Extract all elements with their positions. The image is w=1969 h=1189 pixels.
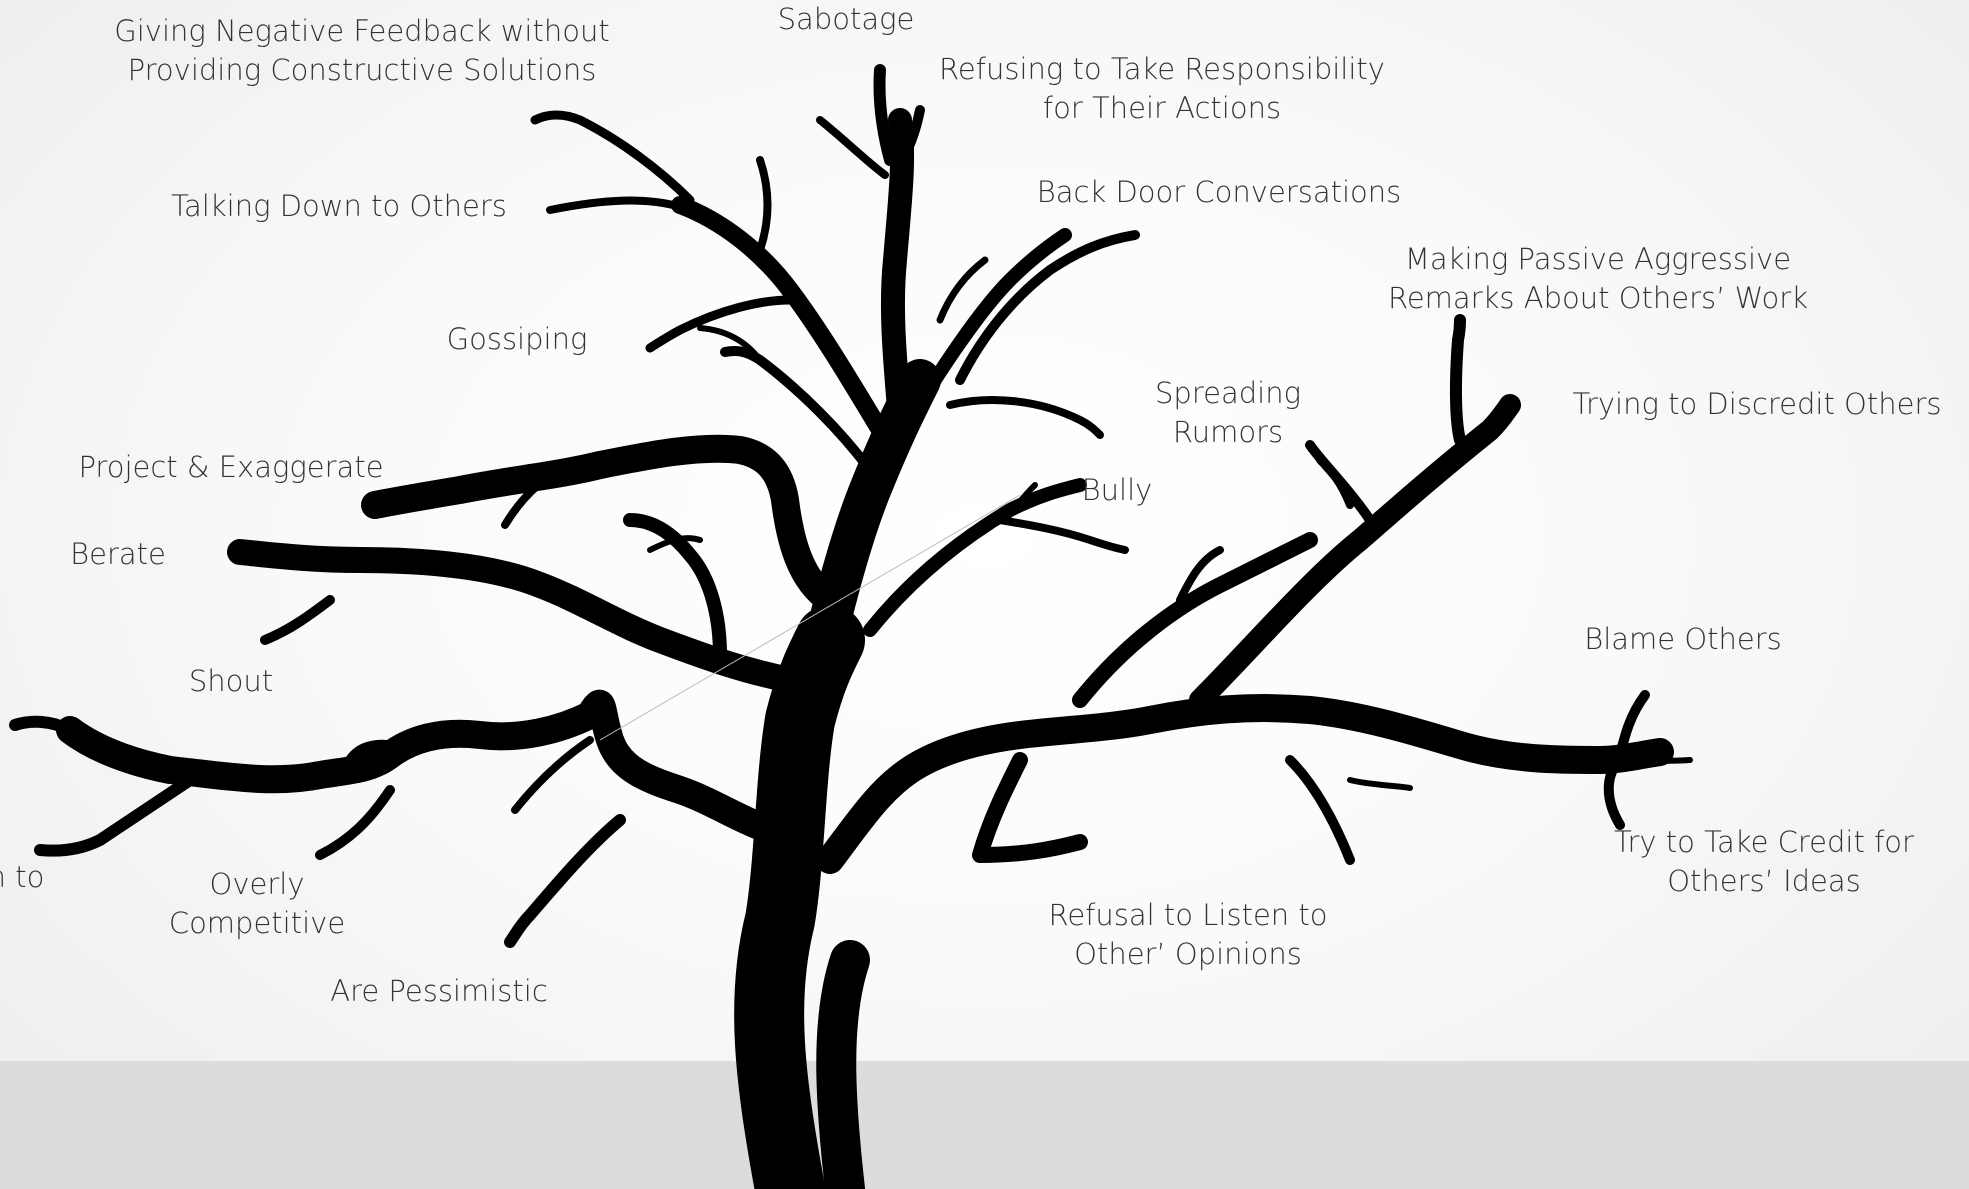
twig-refusal-right xyxy=(1285,755,1355,865)
label-talking-down: Talking Down to Others xyxy=(171,189,507,223)
label-back-door-conversations: Back Door Conversations xyxy=(1036,175,1402,209)
twig-discredit-mid xyxy=(1316,456,1354,509)
label-line-1: Refusing to Take Responsibility xyxy=(939,52,1385,86)
twig-credit-down xyxy=(1603,755,1625,830)
branch-upper-right xyxy=(903,228,1072,427)
twig-sabotage-left xyxy=(756,156,772,254)
label-gossiping: Gossiping xyxy=(446,322,588,356)
twig-bully-small xyxy=(647,535,703,553)
twig-credit-tip xyxy=(1617,757,1693,764)
twig-pessimistic xyxy=(504,814,626,948)
branch-middle-right xyxy=(863,478,1087,637)
twig-giving-negative xyxy=(530,110,695,205)
top-tip xyxy=(873,64,896,166)
label-are-pessimistic: Are Pessimistic xyxy=(330,974,548,1008)
twig-blame-up xyxy=(1176,546,1224,604)
twig-spreading xyxy=(946,396,1104,439)
label-truncated-left: n to xyxy=(0,860,45,894)
label-line-1: Making Passive Aggressive xyxy=(1404,242,1792,276)
label-try-take-credit: Try to Take Credit for Others’ Ideas xyxy=(1614,823,1914,901)
twig-refusal-listen xyxy=(972,752,1088,863)
label-line-2: Rumors xyxy=(1172,415,1284,449)
label-spreading-rumors: Spreading Rumors xyxy=(1155,374,1301,452)
label-line-1: Spreading xyxy=(1155,376,1301,410)
label-line-1: Refusal to Listen to xyxy=(1048,898,1328,932)
label-passive-aggressive: Making Passive Aggressive Remarks About … xyxy=(1388,240,1808,318)
label-line-2: Other’ Opinions xyxy=(1074,937,1302,971)
label-line-1: Giving Negative Feedback without xyxy=(114,14,610,48)
label-trying-discredit: Trying to Discredit Others xyxy=(1572,387,1942,421)
label-berate: Berate xyxy=(70,537,166,571)
top-left-tip xyxy=(816,116,889,179)
trunk xyxy=(734,605,865,1189)
label-line-2: Others’ Ideas xyxy=(1667,864,1861,898)
label-line-1: Try to Take Credit for xyxy=(1614,825,1914,859)
twig-refusal-right-2 xyxy=(1347,777,1413,791)
label-giving-negative-feedback: Giving Negative Feedback without Providi… xyxy=(114,12,609,90)
branch-shout xyxy=(56,689,784,844)
label-shout: Shout xyxy=(188,664,274,698)
branch-blame xyxy=(1072,532,1318,708)
top-right-tip xyxy=(895,105,925,170)
label-refusal-to-listen: Refusal to Listen to Other’ Opinions xyxy=(1048,896,1327,974)
twig-bully xyxy=(996,516,1129,554)
twig-overly xyxy=(315,785,395,860)
label-line-2: Providing Constructive Solutions xyxy=(127,53,597,87)
label-line-1: Overly xyxy=(209,867,305,901)
branch-right-main xyxy=(816,694,1674,874)
label-bully: Bully xyxy=(1081,473,1153,507)
label-overly-competitive: Overly Competitive xyxy=(169,865,345,943)
twig-bully-left xyxy=(623,513,727,662)
twig-gossiping xyxy=(645,295,795,353)
twig-shout-curl xyxy=(345,739,415,765)
label-refusing-responsibility: Refusing to Take Responsibility for Thei… xyxy=(939,50,1385,128)
twig-berate-2 xyxy=(260,595,335,645)
branch-upper-left xyxy=(671,196,889,439)
twig-bully-up xyxy=(1007,482,1038,518)
branch-project xyxy=(361,434,844,614)
twig-talking-down xyxy=(546,196,694,214)
twig-credit-up xyxy=(1615,690,1650,760)
twig-lower-gossip xyxy=(720,346,875,475)
trunk-base-right xyxy=(816,940,870,1189)
label-line-2: for Their Actions xyxy=(1042,91,1282,125)
twig-project-2 xyxy=(501,466,564,529)
ground xyxy=(0,1061,1969,1189)
branch-discredit xyxy=(1189,394,1521,711)
twig-left-slender xyxy=(511,736,594,814)
shout-tip xyxy=(9,715,76,736)
twig-upper-right-small xyxy=(936,256,989,324)
label-line-2: Competitive xyxy=(168,906,346,940)
label-sabotage: Sabotage xyxy=(777,2,915,36)
faint-diagonal-line xyxy=(599,494,1021,741)
label-blame-others: Blame Others xyxy=(1584,622,1782,656)
twig-discredit-up xyxy=(1449,314,1466,446)
label-project-exaggerate: Project & Exaggerate xyxy=(78,450,384,484)
branch-berate xyxy=(227,539,803,693)
twig-back-door xyxy=(955,230,1140,385)
label-line-2: Remarks About Others’ Work xyxy=(1387,281,1809,315)
twig-shout-lower xyxy=(34,774,196,857)
